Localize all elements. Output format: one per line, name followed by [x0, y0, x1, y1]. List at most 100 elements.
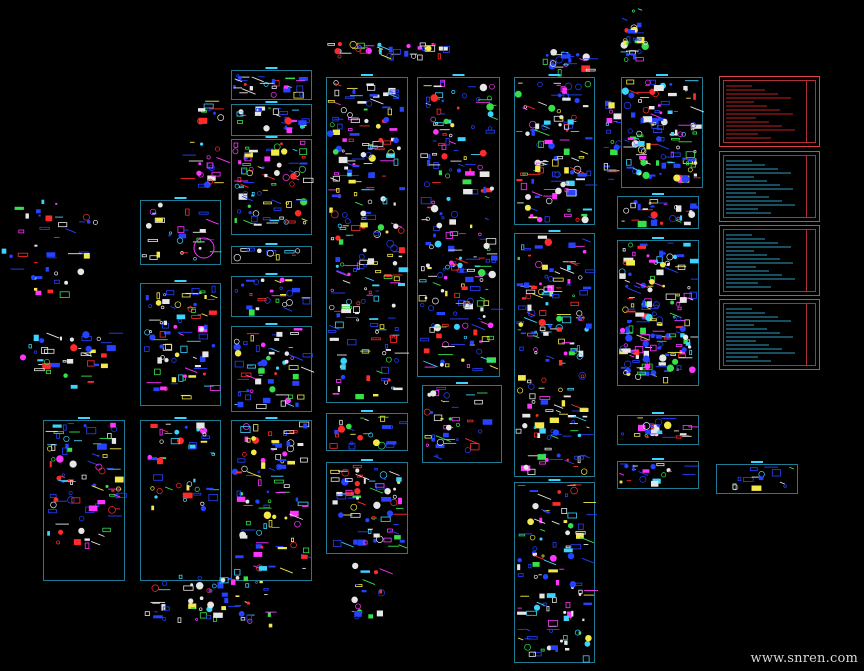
cad-symbol — [362, 142, 370, 146]
drawing-sheet[interactable] — [140, 200, 221, 265]
cad-symbol — [62, 360, 67, 363]
drawing-sheet[interactable] — [326, 462, 408, 554]
cad-symbol — [552, 159, 559, 167]
cad-symbol — [489, 83, 495, 90]
cad-symbol — [198, 117, 208, 124]
cad-symbol — [347, 112, 353, 118]
drawing-sheet[interactable] — [621, 77, 703, 188]
cad-symbol — [151, 505, 155, 511]
cad-symbol — [379, 568, 393, 575]
sheet-title-marker — [78, 417, 90, 419]
drawing-sheet[interactable] — [326, 77, 408, 403]
cad-symbol — [693, 93, 696, 100]
cad-symbol — [398, 283, 405, 287]
cad-symbol — [636, 334, 650, 341]
cad-symbol — [268, 467, 276, 471]
cad-symbol — [676, 365, 682, 370]
cad-symbol — [275, 454, 282, 460]
drawing-sheet[interactable] — [231, 139, 312, 235]
cad-symbol — [202, 432, 207, 437]
cad-symbol — [539, 517, 543, 524]
cad-symbol — [399, 187, 405, 191]
cad-symbol — [55, 202, 58, 205]
cad-symbol — [567, 512, 578, 519]
drawing-sheet[interactable] — [231, 420, 312, 581]
cad-symbol — [360, 570, 370, 573]
cad-symbol — [548, 619, 559, 627]
cad-symbol — [70, 344, 78, 352]
cad-symbol — [341, 468, 350, 477]
cad-symbol — [263, 511, 272, 519]
cad-symbol — [654, 117, 664, 121]
cad-symbol — [379, 471, 388, 479]
sheet-title-marker — [452, 74, 465, 76]
drawing-sheet[interactable] — [140, 420, 221, 581]
cad-symbol — [349, 441, 354, 445]
cad-symbol — [420, 266, 425, 272]
drawing-sheet[interactable] — [231, 326, 312, 412]
drawing-sheet[interactable] — [422, 385, 502, 463]
drawing-sheet[interactable] — [617, 461, 699, 489]
cad-symbol — [342, 212, 348, 218]
red-drawing-sheet[interactable] — [719, 151, 820, 222]
cad-symbol — [440, 79, 446, 87]
drawing-sheet[interactable] — [231, 246, 312, 264]
drawing-sheet[interactable] — [231, 104, 312, 136]
cad-symbol — [330, 477, 340, 482]
drawing-sheet[interactable] — [514, 233, 595, 477]
cad-symbol — [659, 354, 667, 362]
red-drawing-sheet[interactable] — [719, 225, 820, 296]
cad-symbol — [214, 146, 220, 152]
cad-symbol — [383, 537, 392, 543]
red-drawing-sheet[interactable] — [719, 299, 820, 370]
drawing-sheet[interactable] — [617, 196, 699, 229]
cad-symbol — [372, 141, 384, 147]
drawing-sheet[interactable] — [231, 70, 312, 100]
cad-symbol — [259, 580, 263, 584]
drawing-sheet[interactable] — [617, 415, 699, 445]
cad-symbol — [659, 221, 664, 225]
cad-symbol — [443, 432, 449, 438]
cad-symbol — [522, 172, 528, 176]
drawing-sheet[interactable] — [514, 77, 595, 225]
cad-symbol — [517, 573, 524, 577]
cad-symbol — [363, 264, 367, 268]
cad-symbol — [190, 583, 194, 587]
cad-symbol — [246, 305, 253, 310]
cad-symbol — [33, 334, 39, 342]
cad-symbol — [260, 457, 266, 463]
drawing-sheet[interactable] — [716, 464, 798, 494]
cad-symbol — [245, 583, 250, 588]
drawing-sheet[interactable] — [417, 77, 500, 377]
drawing-sheet[interactable] — [43, 420, 125, 581]
sheet-title-marker — [265, 67, 278, 69]
drawing-sheet[interactable] — [514, 482, 595, 663]
cad-symbol — [438, 142, 445, 147]
cad-symbol — [419, 42, 426, 47]
cad-symbol — [238, 160, 242, 165]
cad-symbol — [174, 352, 180, 358]
cad-symbol — [557, 490, 562, 494]
cad-symbol — [220, 577, 226, 583]
cad-symbol — [555, 56, 563, 64]
cad-symbol — [264, 173, 268, 178]
cad-symbol — [288, 365, 299, 370]
drawing-sheet[interactable] — [231, 276, 312, 317]
cad-symbol — [433, 226, 440, 231]
cad-symbol — [673, 163, 681, 168]
cad-symbol — [195, 582, 204, 590]
cad-symbol — [101, 353, 107, 358]
drawing-sheet[interactable] — [140, 283, 221, 406]
cad-symbol — [564, 188, 569, 193]
cad-symbol — [514, 90, 522, 98]
cad-symbol — [528, 563, 532, 569]
red-drawing-sheet[interactable] — [719, 76, 820, 147]
cad-symbol — [579, 58, 586, 62]
cad-symbol — [653, 85, 664, 91]
cad-symbol — [628, 272, 632, 277]
cad-symbol — [174, 429, 180, 435]
drawing-sheet[interactable] — [326, 413, 408, 451]
drawing-sheet[interactable] — [617, 240, 699, 386]
cad-symbol — [352, 165, 360, 168]
